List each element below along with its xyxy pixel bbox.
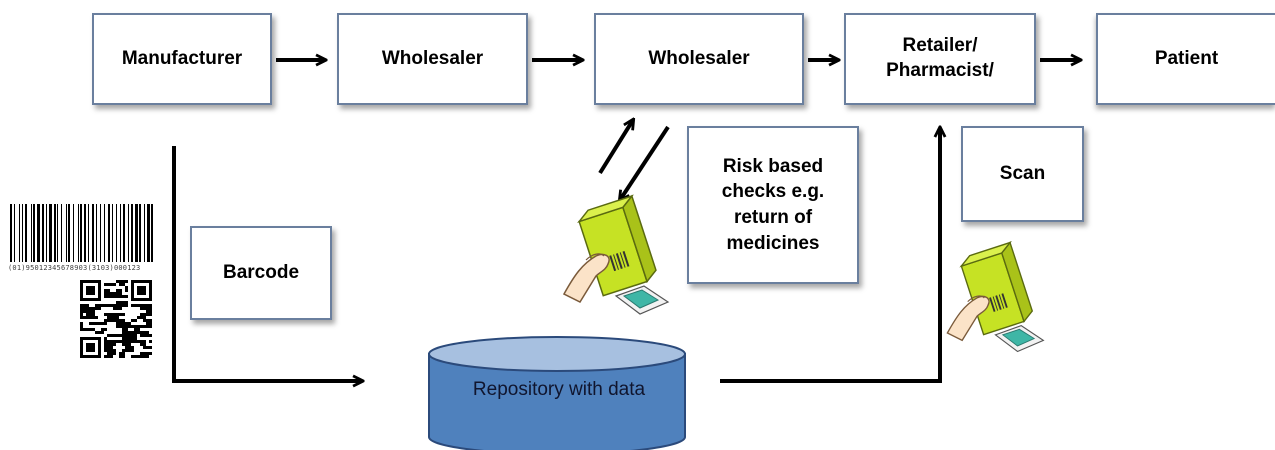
- barcode-box: Barcode: [190, 226, 332, 320]
- risk-checks-line3: return of: [733, 207, 813, 228]
- arrow-down-from-wholesaler: [620, 125, 670, 200]
- wholesaler-box-1: Wholesaler: [337, 13, 528, 105]
- patient-box: Patient: [1096, 13, 1275, 105]
- hand-scanning-box-icon-2: [946, 241, 1045, 353]
- barcode-icon: [10, 204, 153, 262]
- qr-code-icon: [80, 280, 152, 358]
- scan-box: Scan: [961, 126, 1084, 222]
- repository-cylinder: [428, 336, 686, 450]
- manufacturer-label: Manufacturer: [121, 47, 243, 69]
- risk-checks-line1: Risk based: [722, 155, 824, 177]
- barcode-label: Barcode: [222, 261, 300, 283]
- retailer-box: Retailer/ Pharmacist/: [844, 13, 1036, 105]
- retailer-label-line1: Retailer/: [902, 35, 978, 57]
- risk-checks-line4: medicines: [726, 232, 820, 254]
- arrow-manufacturer-to-repository: [172, 146, 362, 381]
- arrow-up-to-wholesaler: [598, 120, 633, 175]
- retailer-label-line2: Pharmacist/: [886, 60, 994, 81]
- wholesaler-box-2: Wholesaler: [594, 13, 804, 105]
- risk-checks-line2: checks e.g.: [721, 181, 825, 203]
- risk-checks-box: Risk based checks e.g. return of medicin…: [687, 126, 859, 284]
- wholesaler-label-1: Wholesaler: [381, 47, 484, 69]
- patient-label: Patient: [1154, 47, 1219, 69]
- scan-label: Scan: [999, 162, 1046, 184]
- hand-scanning-box-icon-1: [562, 194, 670, 315]
- wholesaler-label-2: Wholesaler: [648, 47, 750, 69]
- repository-label: Repository with data: [472, 379, 646, 400]
- manufacturer-box: Manufacturer: [92, 13, 272, 105]
- barcode-digits: (01)95012345678903(3103)000123: [8, 264, 141, 272]
- arrow-repository-to-retailer: [720, 128, 940, 383]
